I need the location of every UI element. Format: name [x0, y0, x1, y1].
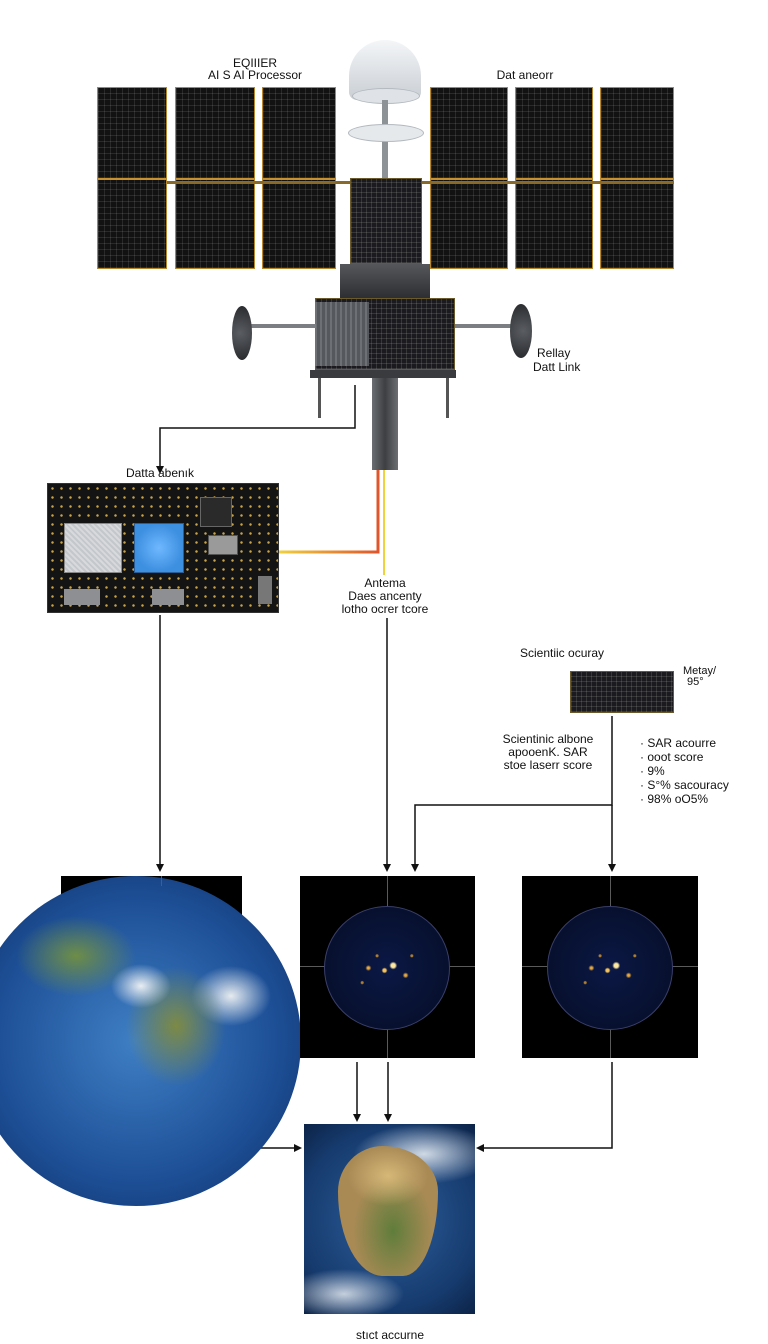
arrow-right-to-final — [476, 1062, 613, 1152]
list-item-4: · S°% sacouracy — [640, 778, 729, 792]
night-earth-tile-middle — [300, 876, 475, 1058]
solar-panel-right-2 — [515, 87, 593, 269]
label-top-left-2: AI S AI Processor — [207, 68, 303, 82]
night-earth-tile-right — [522, 876, 698, 1058]
solar-panel-right-1 — [430, 87, 508, 269]
label-sci-note-2: apooenK. SAR — [508, 745, 588, 759]
side-arm-left — [240, 324, 316, 328]
night-earth-icon — [547, 906, 673, 1030]
chip-processor — [200, 497, 232, 527]
label-metric-2: 95° — [687, 676, 704, 688]
label-antenna-1: Antema — [364, 576, 406, 590]
arrow-sci-to-night-middle — [411, 716, 613, 872]
solar-panel-left-1 — [97, 87, 167, 269]
arrow-satellite-to-board — [156, 385, 356, 474]
dish-right-icon — [510, 304, 532, 358]
scientific-instrument-box — [570, 671, 674, 713]
dish-left-icon — [232, 306, 252, 360]
label-relay-2: Datt Link — [533, 360, 581, 374]
chip-small — [208, 535, 238, 555]
label-sci-note-3: stoe laserr score — [503, 758, 593, 772]
list-item-1: · SAR acourre — [640, 736, 717, 750]
label-top-left-1: EQIIIER — [232, 56, 277, 70]
chip-blue — [134, 523, 184, 573]
solar-panel-left-2 — [175, 87, 255, 269]
label-top-right: Dat aneorr — [496, 68, 554, 82]
earth-americas-tile — [0, 876, 301, 1206]
earth-americas-icon — [0, 876, 301, 1206]
list-item-2: · ooot score — [640, 750, 704, 764]
label-relay-1: Rellay — [537, 346, 571, 360]
label-sci-note-1: Scientinic albone — [502, 732, 594, 746]
list-item-5: · 98% oO5% — [640, 792, 709, 806]
label-antenna-3: lotho ocrer tcore — [341, 602, 429, 616]
solar-panel-right-3 — [600, 87, 674, 269]
label-data-board: Datta abenık — [125, 466, 195, 480]
label-bottom: stıct accurne — [355, 1328, 425, 1342]
data-link-line — [278, 470, 380, 554]
list-item-3: · 9% — [640, 764, 665, 778]
solar-panel-left-3 — [262, 87, 336, 269]
night-earth-icon — [324, 906, 450, 1030]
africa-continent-icon — [338, 1146, 438, 1276]
satellite-upper-module — [350, 178, 422, 264]
label-metric-1: Metay/ — [683, 665, 717, 677]
earth-africa-tile — [304, 1124, 475, 1314]
label-scientific-title: Scientiic ocuray — [520, 646, 605, 660]
satellite-mast — [372, 378, 398, 470]
chip-grey — [64, 523, 122, 573]
label-antenna-2: Daes ancenty — [348, 589, 422, 603]
side-arm-right — [455, 324, 531, 328]
